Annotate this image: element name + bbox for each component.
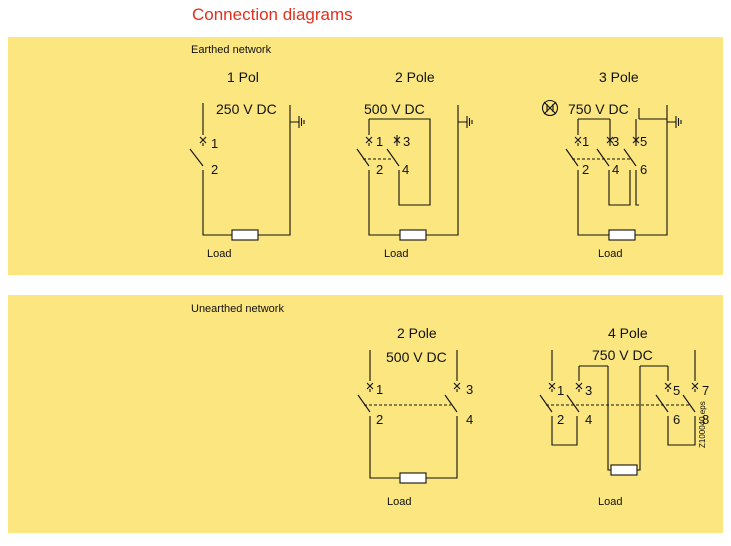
header-earthed-3-pole: 3 Pole	[599, 69, 639, 85]
terminal-label: 6	[640, 162, 647, 177]
terminal-label: 3	[585, 383, 592, 398]
header-unearthed-4-pole: 4 Pole	[608, 325, 648, 341]
terminal-label: 3	[403, 134, 410, 149]
voltage-earthed-1-pole: 250 V DC	[216, 101, 277, 117]
earthed-network-label: Earthed network	[191, 44, 272, 56]
load-resistor	[231, 229, 259, 241]
diagram-unearthed-2-pole: 2 Pole 500 V DC 1 3 2 4 Load	[357, 325, 473, 508]
load-resistor	[399, 472, 427, 484]
terminal-label: 2	[557, 412, 564, 427]
terminal-label: 4	[466, 412, 473, 427]
voltage-unearthed-2-pole: 500 V DC	[386, 349, 447, 365]
load-resistor	[608, 229, 636, 241]
circuit-unearthed-2-pole	[357, 350, 461, 479]
header-unearthed-2-pole: 2 Pole	[397, 325, 437, 341]
diagram-earthed-1-pole: 1 Pol 250 V DC 1 2 Load	[189, 69, 305, 260]
terminal-label: 4	[612, 162, 619, 177]
terminal-label: 2	[376, 412, 383, 427]
load-label: Load	[384, 248, 408, 260]
load-label: Load	[207, 248, 231, 260]
load-label: Load	[598, 248, 622, 260]
header-earthed-2-pole: 2 Pole	[395, 69, 435, 85]
load-resistor	[399, 229, 427, 241]
terminal-label: 4	[402, 162, 409, 177]
terminal-label: 2	[211, 162, 218, 177]
circuit-earthed-3-pole	[565, 105, 682, 236]
voltage-earthed-3-pole: 750 V DC	[568, 101, 629, 117]
terminal-label: 7	[702, 383, 709, 398]
terminal-label: 1	[211, 136, 218, 151]
circuit-earthed-1-pole	[189, 103, 305, 236]
terminal-label: 4	[585, 412, 592, 427]
terminal-label: 1	[376, 134, 383, 149]
terminal-label: 6	[673, 412, 680, 427]
terminal-label: 3	[612, 134, 619, 149]
terminal-label: 5	[673, 383, 680, 398]
header-earthed-1-pole: 1 Pol	[227, 69, 259, 85]
terminal-label: 2	[376, 162, 383, 177]
page-title: Connection diagrams	[192, 5, 353, 24]
unearthed-network-panel: Unearthed network	[8, 295, 723, 533]
terminal-label: 1	[582, 134, 589, 149]
circuit-earthed-2-pole	[356, 105, 473, 236]
load-label: Load	[387, 496, 411, 508]
terminal-label: 1	[557, 383, 564, 398]
terminal-label: 2	[582, 162, 589, 177]
diagram-earthed-2-pole: 2 Pole 500 V DC 1 3 2 4 Load	[356, 69, 473, 260]
load-label: Load	[598, 496, 622, 508]
unearthed-network-label: Unearthed network	[191, 303, 284, 315]
terminal-label: 3	[466, 382, 473, 397]
diagram-earthed-3-pole: 3 Pole 750 V DC 1 3 5 2 4 6 Load	[541, 69, 682, 260]
no-arc-symbol-icon	[541, 99, 559, 117]
circuit-unearthed-4-pole	[539, 350, 699, 471]
file-reference: Z100040.eps	[698, 401, 707, 448]
voltage-earthed-2-pole: 500 V DC	[364, 101, 425, 117]
terminal-label: 5	[640, 134, 647, 149]
load-resistor	[610, 464, 638, 476]
terminal-label: 1	[376, 382, 383, 397]
voltage-unearthed-4-pole: 750 V DC	[592, 347, 653, 363]
diagram-unearthed-4-pole: 4 Pole 750 V DC 1 3 5 7 2 4 6 8 Load	[539, 325, 709, 508]
terminal-label: 8	[702, 412, 709, 427]
